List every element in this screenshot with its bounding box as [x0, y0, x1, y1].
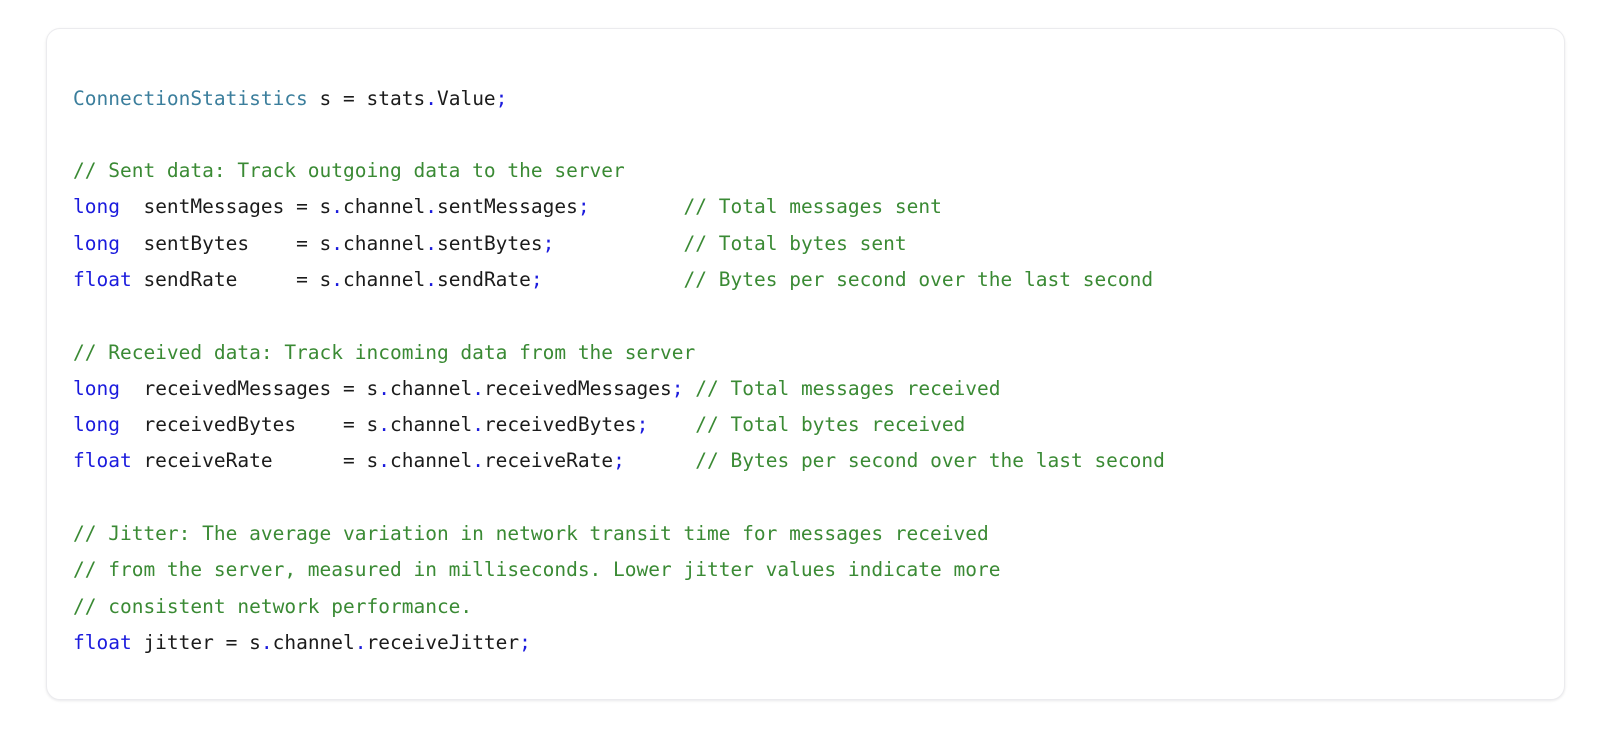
- code-token-plain: receivedBytes: [483, 413, 637, 437]
- code-token-plain: sendRate = s: [131, 267, 332, 291]
- code-token-punct: .: [425, 195, 437, 219]
- code-token-plain: s = stats: [307, 86, 426, 110]
- code-token-punct: ;: [577, 195, 590, 219]
- code-token-plain: Value: [436, 86, 496, 110]
- code-token-punct: .: [378, 449, 390, 473]
- code-token-punct: .: [354, 630, 367, 654]
- code-token-plain: channel: [390, 376, 473, 400]
- code-token-punct: ;: [495, 86, 508, 110]
- code-token-comment: // Jitter: The average variation in netw…: [73, 522, 989, 546]
- code-token-punct: .: [472, 376, 484, 400]
- code-token-kw: long: [73, 413, 120, 437]
- code-token-punct: ;: [542, 231, 555, 255]
- code-line: float jitter = s.channel.receiveJitter;: [73, 625, 1554, 661]
- code-token-punct: .: [425, 267, 437, 291]
- code-token-kw: float: [73, 267, 132, 291]
- code-line: long receivedBytes = s.channel.receivedB…: [73, 407, 1554, 443]
- code-token-plain: [625, 449, 695, 472]
- code-token-plain: [543, 268, 684, 291]
- code-token-kw: long: [73, 376, 120, 400]
- code-token-comment: // Received data: Track incoming data fr…: [73, 340, 696, 364]
- code-token-punct: .: [260, 630, 273, 654]
- code-token-plain: [684, 377, 696, 400]
- code-token-plain: channel: [343, 267, 426, 291]
- code-token-punct: .: [425, 86, 437, 110]
- code-token-plain: [590, 195, 684, 218]
- code-line: [73, 298, 1554, 334]
- code-token-plain: sendRate: [436, 267, 531, 291]
- code-token-plain: channel: [343, 231, 426, 255]
- code-token-punct: .: [378, 413, 390, 437]
- code-token-plain: receivedMessages: [483, 376, 672, 400]
- code-line: long receivedMessages = s.channel.receiv…: [73, 371, 1554, 407]
- code-line: float sendRate = s.channel.sendRate; // …: [73, 262, 1554, 298]
- code-line: long sentBytes = s.channel.sentBytes; //…: [73, 226, 1554, 262]
- code-token-comment: // Total bytes sent: [683, 231, 907, 255]
- code-token-punct: .: [472, 449, 484, 473]
- code-token-kw: float: [73, 449, 132, 473]
- code-token-comment: // Bytes per second over the last second: [683, 267, 1154, 291]
- code-token-plain: [554, 232, 683, 255]
- code-token-punct: .: [378, 376, 390, 400]
- code-token-punct: .: [331, 267, 344, 291]
- code-token-comment: // consistent network performance.: [73, 594, 473, 618]
- code-line: [73, 480, 1554, 516]
- code-token-plain: [648, 413, 695, 436]
- code-line: // Received data: Track incoming data fr…: [73, 335, 1554, 371]
- code-token-comment: // Sent data: Track outgoing data to the…: [73, 159, 625, 183]
- code-token-punct: ;: [671, 376, 684, 400]
- code-token-punct: .: [331, 231, 344, 255]
- code-token-punct: ;: [530, 267, 543, 291]
- code-token-plain: receiveRate: [483, 449, 614, 473]
- code-token-punct: ;: [519, 630, 531, 654]
- code-token-type: ConnectionStatistics: [73, 86, 308, 110]
- code-line: // Sent data: Track outgoing data to the…: [73, 153, 1554, 189]
- code-token-plain: receivedMessages = s: [119, 376, 379, 400]
- code-token-punct: .: [331, 195, 344, 219]
- code-token-punct: ;: [613, 449, 625, 473]
- code-token-plain: channel: [390, 413, 473, 437]
- code-token-comment: // Total messages sent: [683, 195, 942, 219]
- code-token-punct: .: [472, 413, 484, 437]
- code-token-plain: receiveJitter: [366, 630, 520, 654]
- code-snippet-card: ConnectionStatistics s = stats.Value; //…: [46, 28, 1565, 700]
- code-line: long sentMessages = s.channel.sentMessag…: [73, 189, 1554, 225]
- code-token-comment: // from the server, measured in millisec…: [73, 558, 1001, 582]
- code-token-plain: receiveRate = s: [131, 449, 379, 473]
- code-line: ConnectionStatistics s = stats.Value;: [73, 81, 1554, 117]
- code-token-plain: receivedBytes = s: [119, 413, 379, 437]
- code-token-plain: channel: [343, 195, 426, 219]
- code-line: float receiveRate = s.channel.receiveRat…: [73, 443, 1554, 479]
- code-token-punct: .: [425, 231, 437, 255]
- code-token-comment: // Total messages received: [695, 376, 1001, 400]
- code-token-plain: channel: [390, 449, 473, 473]
- code-token-kw: long: [73, 231, 120, 255]
- code-token-comment: // Total bytes received: [695, 413, 966, 437]
- code-line: [73, 117, 1554, 153]
- code-token-plain: sentMessages: [436, 195, 578, 219]
- code-token-plain: sentBytes: [436, 231, 543, 255]
- code-token-plain: sentMessages = s: [119, 195, 332, 219]
- code-token-plain: jitter = s: [131, 630, 261, 654]
- code-token-plain: sentBytes = s: [119, 231, 332, 255]
- code-token-punct: ;: [636, 413, 649, 437]
- code-block[interactable]: ConnectionStatistics s = stats.Value; //…: [73, 81, 1554, 670]
- code-line: // consistent network performance.: [73, 589, 1554, 625]
- code-line: // from the server, measured in millisec…: [73, 552, 1554, 588]
- code-token-kw: float: [73, 630, 132, 654]
- code-token-kw: long: [73, 195, 120, 219]
- code-token-plain: channel: [272, 630, 355, 654]
- code-token-comment: // Bytes per second over the last second: [695, 449, 1165, 473]
- code-line: // Jitter: The average variation in netw…: [73, 516, 1554, 552]
